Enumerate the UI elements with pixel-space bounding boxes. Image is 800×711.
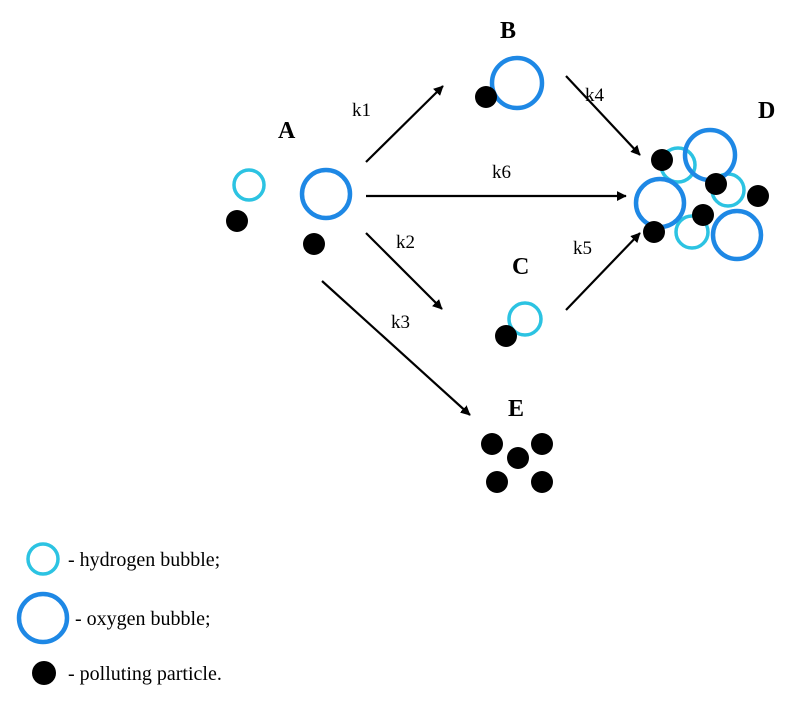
arrow-k1 — [365, 85, 444, 163]
polluting-particle-icon — [507, 447, 529, 469]
arrow-k5 — [565, 232, 641, 311]
polluting-particle-icon — [481, 433, 503, 455]
polluting-particle-icon — [651, 149, 673, 171]
polluting-particle-icon — [226, 210, 248, 232]
state-label-c: C — [512, 254, 529, 280]
polluting-particle-icon — [531, 471, 553, 493]
oxygen-bubble-icon — [710, 208, 764, 262]
legend-hydrogen-label: - hydrogen bubble; — [68, 549, 220, 571]
polluting-particle-icon — [531, 433, 553, 455]
state-label-a: A — [278, 118, 296, 144]
arrow-k4 — [565, 75, 641, 156]
oxygen-bubble-icon — [489, 55, 545, 111]
rate-label-k6: k6 — [492, 162, 511, 183]
state-label-e: E — [508, 396, 524, 422]
rate-label-k4: k4 — [585, 85, 605, 106]
polluting-particle-icon — [643, 221, 665, 243]
state-label-d: D — [758, 98, 775, 124]
rate-label-k3: k3 — [391, 312, 410, 333]
legend-particle-label: - polluting particle. — [68, 663, 222, 685]
arrow-k2 — [365, 232, 443, 310]
polluting-particle-icon — [475, 86, 497, 108]
legend-oxygen-icon — [16, 591, 70, 645]
polluting-particle-icon — [495, 325, 517, 347]
hydrogen-bubble-icon — [674, 214, 710, 250]
rate-label-k2: k2 — [396, 232, 415, 253]
legend-oxygen-label: - oxygen bubble; — [75, 608, 211, 630]
legend-hydrogen-icon — [26, 542, 60, 576]
polluting-particle-icon — [747, 185, 769, 207]
hydrogen-bubble-icon — [507, 301, 543, 337]
polluting-particle-icon — [692, 204, 714, 226]
rate-label-k1: k1 — [352, 100, 371, 121]
legend-particle-icon — [32, 661, 56, 685]
polluting-particle-icon — [303, 233, 325, 255]
rate-label-k5: k5 — [573, 238, 592, 259]
oxygen-bubble-icon — [633, 176, 687, 230]
arrow-k3 — [321, 280, 471, 416]
hydrogen-bubble-icon — [232, 168, 266, 202]
legend: - hydrogen bubble; - oxygen bubble; - po… — [16, 542, 222, 685]
oxygen-bubble-icon — [299, 167, 353, 221]
state-label-b: B — [500, 18, 516, 44]
polluting-particle-icon — [705, 173, 727, 195]
polluting-particle-icon — [486, 471, 508, 493]
